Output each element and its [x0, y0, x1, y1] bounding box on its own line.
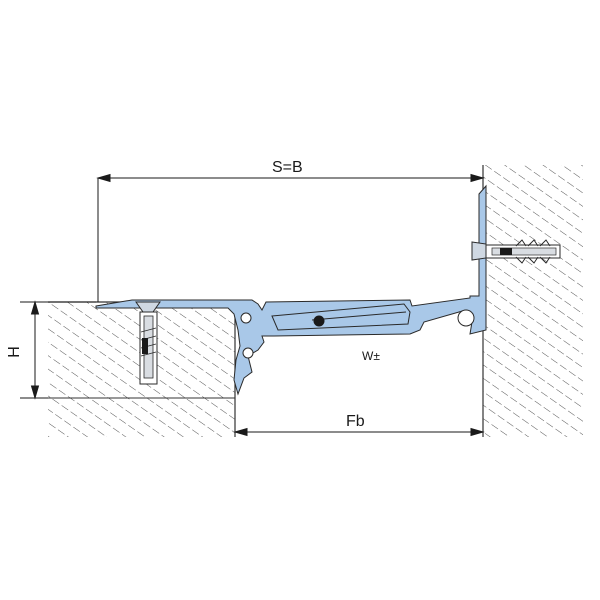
floor-profile — [95, 184, 487, 396]
span-dimension — [96, 173, 485, 302]
height-dimension — [20, 300, 96, 400]
gap-dimension — [233, 427, 485, 437]
movement-label: W± — [362, 349, 380, 363]
height-label: H — [5, 346, 23, 358]
pivot-pin — [313, 315, 325, 327]
right-substrate — [483, 165, 583, 437]
span-label: S=B — [272, 159, 303, 176]
right-anchor — [471, 239, 561, 264]
cover-plate — [271, 303, 411, 331]
gap-label: Fb — [346, 413, 365, 430]
left-anchor — [135, 301, 161, 385]
